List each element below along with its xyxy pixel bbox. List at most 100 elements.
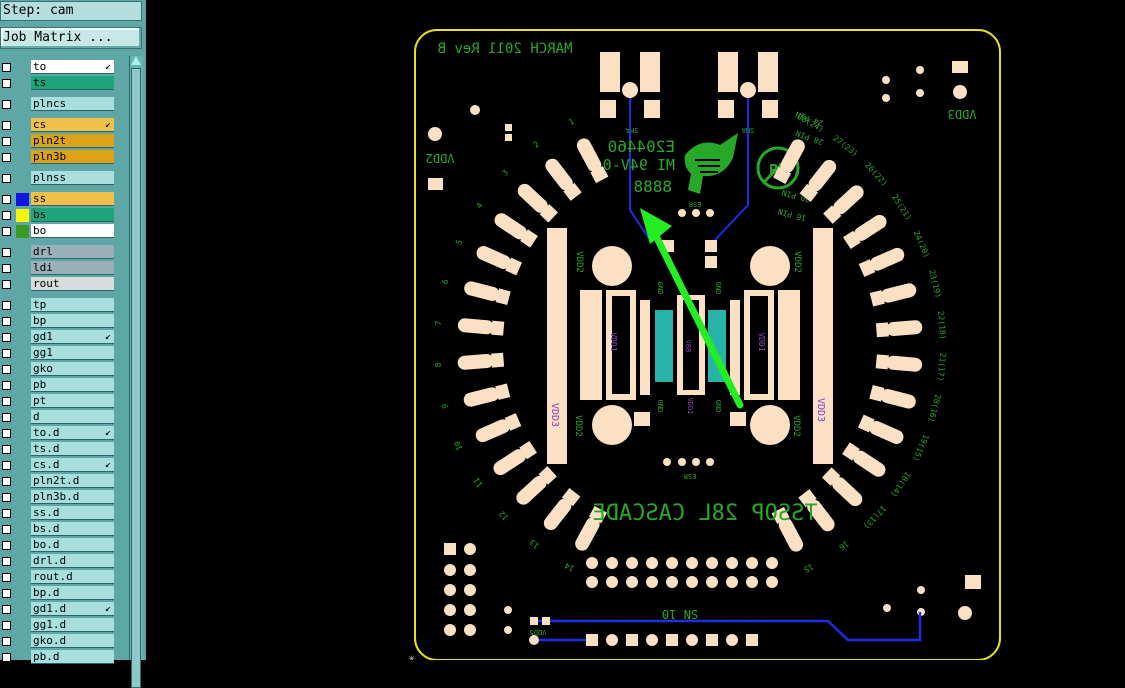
layer-name[interactable]: ss <box>31 192 114 206</box>
layer-name[interactable]: ts <box>31 76 114 90</box>
layer-row-drl[interactable]: drl <box>0 245 116 260</box>
layer-name[interactable]: pln3b.d <box>31 490 114 504</box>
layer-name[interactable]: tp <box>31 298 114 312</box>
layer-checkbox[interactable] <box>2 637 11 646</box>
layer-row-d[interactable]: d <box>0 410 116 425</box>
layer-name[interactable]: bp <box>31 314 114 328</box>
layer-checkbox[interactable] <box>2 525 11 534</box>
layer-name[interactable]: pln2t <box>31 134 114 148</box>
layer-checkbox[interactable] <box>2 573 11 582</box>
layer-name[interactable]: ss.d <box>31 506 114 520</box>
layer-row-drl-d[interactable]: drl.d <box>0 554 116 569</box>
job-matrix-button[interactable]: Job Matrix ... <box>0 27 142 49</box>
layer-checkbox[interactable] <box>2 445 11 454</box>
layer-row-pb-d[interactable]: pb.d <box>0 650 116 665</box>
layer-row-bo[interactable]: bo <box>0 224 116 239</box>
layer-checkbox[interactable] <box>2 153 11 162</box>
layer-name[interactable]: drl.d <box>31 554 114 568</box>
layer-checkbox[interactable] <box>2 333 11 342</box>
layer-checkbox[interactable] <box>2 248 11 257</box>
layer-row-pln3b-d[interactable]: pln3b.d <box>0 490 116 505</box>
layer-row-ss-d[interactable]: ss.d <box>0 506 116 521</box>
layer-name[interactable]: cs.d↙ <box>31 458 114 472</box>
layer-checkbox[interactable] <box>2 63 11 72</box>
layer-color-swatch[interactable] <box>16 225 29 238</box>
layer-row-gd1-d[interactable]: gd1.d↙ <box>0 602 116 617</box>
layer-checkbox[interactable] <box>2 195 11 204</box>
layer-row-bs[interactable]: bs <box>0 208 116 223</box>
layer-scrollbar[interactable] <box>129 56 143 688</box>
layer-row-to[interactable]: to↙ <box>0 60 116 75</box>
layer-row-pt[interactable]: pt <box>0 394 116 409</box>
layer-name[interactable]: bp.d <box>31 586 114 600</box>
layer-name[interactable]: plnss <box>31 171 114 185</box>
layer-checkbox[interactable] <box>2 541 11 550</box>
layer-row-plncs[interactable]: plncs <box>0 97 116 112</box>
layer-row-gd1[interactable]: gd1↙ <box>0 330 116 345</box>
layer-checkbox[interactable] <box>2 174 11 183</box>
layer-checkbox[interactable] <box>2 301 11 310</box>
layer-row-gg1[interactable]: gg1 <box>0 346 116 361</box>
layer-checkbox[interactable] <box>2 509 11 518</box>
layer-row-bs-d[interactable]: bs.d <box>0 522 116 537</box>
layer-name[interactable]: gd1↙ <box>31 330 114 344</box>
layer-name[interactable]: ldi <box>31 261 114 275</box>
layer-name[interactable]: bs <box>31 208 114 222</box>
layer-color-swatch[interactable] <box>16 193 29 206</box>
layer-checkbox[interactable] <box>2 557 11 566</box>
layer-name[interactable]: cs↙ <box>31 118 114 132</box>
layer-checkbox[interactable] <box>2 79 11 88</box>
layer-name[interactable]: drl <box>31 245 114 259</box>
layer-name[interactable]: bs.d <box>31 522 114 536</box>
layer-checkbox[interactable] <box>2 121 11 130</box>
layer-name[interactable]: pb <box>31 378 114 392</box>
layer-name[interactable]: bo <box>31 224 114 238</box>
layer-checkbox[interactable] <box>2 621 11 630</box>
layer-checkbox[interactable] <box>2 137 11 146</box>
layer-checkbox[interactable] <box>2 493 11 502</box>
layer-row-cs-d[interactable]: cs.d↙ <box>0 458 116 473</box>
layer-checkbox[interactable] <box>2 397 11 406</box>
layer-name[interactable]: gd1.d↙ <box>31 602 114 616</box>
layer-name[interactable]: rout <box>31 277 114 291</box>
layer-row-rout-d[interactable]: rout.d <box>0 570 116 585</box>
layer-checkbox[interactable] <box>2 589 11 598</box>
layer-name[interactable]: bo.d <box>31 538 114 552</box>
layer-row-ss[interactable]: ss <box>0 192 116 207</box>
layer-row-pln2t-d[interactable]: pln2t.d <box>0 474 116 489</box>
layer-name[interactable]: to.d↙ <box>31 426 114 440</box>
layer-name[interactable]: ts.d <box>31 442 114 456</box>
layer-row-ts-d[interactable]: ts.d <box>0 442 116 457</box>
layer-row-to-d[interactable]: to.d↙ <box>0 426 116 441</box>
layer-name[interactable]: rout.d <box>31 570 114 584</box>
scroll-thumb[interactable] <box>131 68 141 688</box>
layer-name[interactable]: gko.d <box>31 634 114 648</box>
layer-name[interactable]: plncs <box>31 97 114 111</box>
layer-checkbox[interactable] <box>2 413 11 422</box>
layer-checkbox[interactable] <box>2 317 11 326</box>
layer-row-bo-d[interactable]: bo.d <box>0 538 116 553</box>
layer-row-gko-d[interactable]: gko.d <box>0 634 116 649</box>
layer-color-swatch[interactable] <box>16 209 29 222</box>
graphic-canvas[interactable]: MARCH 2011 Rev B SMA SMA E204460 MI 94V-… <box>150 0 1125 660</box>
layer-row-cs[interactable]: cs↙ <box>0 118 116 133</box>
layer-row-plnss[interactable]: plnss <box>0 171 116 186</box>
layer-row-pln2t[interactable]: pln2t <box>0 134 116 149</box>
layer-name[interactable]: pb.d <box>31 650 114 664</box>
layer-name[interactable]: pln3b <box>31 150 114 164</box>
layer-name[interactable]: to↙ <box>31 60 114 74</box>
layer-checkbox[interactable] <box>2 477 11 486</box>
layer-row-gg1-d[interactable]: gg1.d <box>0 618 116 633</box>
layer-name[interactable]: gg1 <box>31 346 114 360</box>
layer-row-bp[interactable]: bp <box>0 314 116 329</box>
layer-name[interactable]: d <box>31 410 114 424</box>
layer-checkbox[interactable] <box>2 653 11 662</box>
layer-checkbox[interactable] <box>2 365 11 374</box>
layer-checkbox[interactable] <box>2 461 11 470</box>
layer-checkbox[interactable] <box>2 264 11 273</box>
layer-row-pb[interactable]: pb <box>0 378 116 393</box>
layer-name[interactable]: gko <box>31 362 114 376</box>
layer-row-tp[interactable]: tp <box>0 298 116 313</box>
layer-checkbox[interactable] <box>2 349 11 358</box>
layer-row-ts[interactable]: ts <box>0 76 116 91</box>
